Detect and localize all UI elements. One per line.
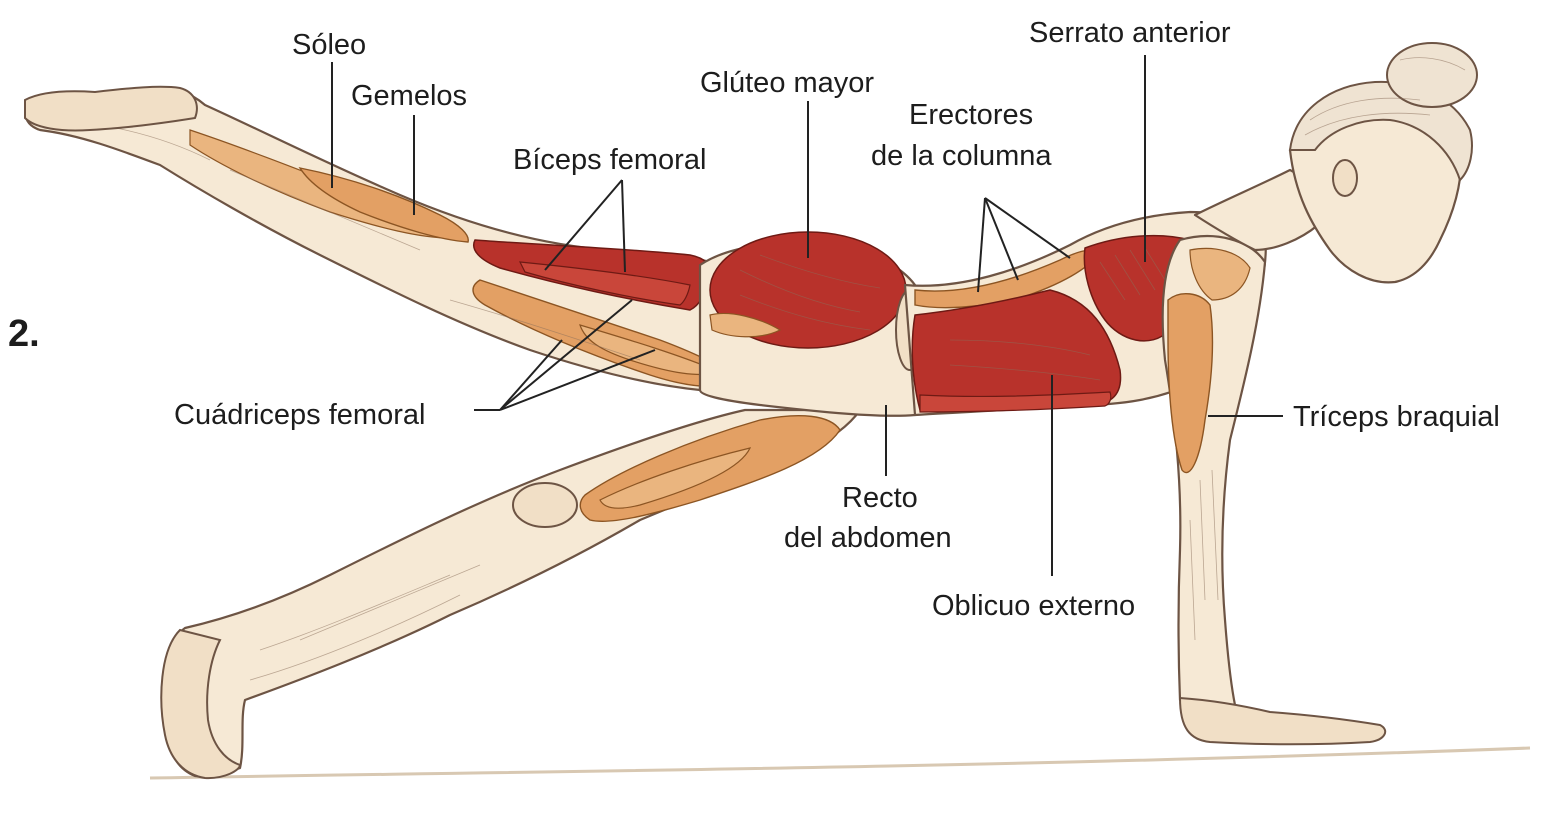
leader-biceps-b (621, 179, 626, 273)
label-gemelos: Gemelos (351, 80, 467, 112)
leader-biceps-a (544, 179, 623, 271)
label-erectores-line1: Erectores (909, 99, 1033, 131)
leader-cuadriceps-a (499, 339, 563, 411)
label-erectores-line2: de la columna (871, 140, 1052, 172)
ear (1332, 159, 1358, 197)
triceps-brachii-muscle (1167, 293, 1214, 474)
rectus-abdominis-muscle (919, 391, 1112, 413)
support-vastus (599, 447, 752, 509)
raised-foot (24, 85, 198, 132)
leader-erectores-c (984, 197, 1071, 259)
label-triceps-braquial: Tríceps braquial (1293, 401, 1500, 433)
leader-cuadriceps-b (499, 299, 633, 411)
support-knee (512, 482, 578, 528)
hamstring-muscle-2 (518, 261, 691, 306)
tensor-fasciae (709, 312, 782, 338)
label-oblicuo-externo: Oblicuo externo (932, 590, 1135, 622)
floor-line (149, 746, 1531, 780)
hair-bun (1386, 42, 1478, 108)
leader-erectores-b (984, 197, 1019, 281)
leader-erectores-a (977, 197, 986, 293)
support-foot (160, 628, 242, 780)
label-cuadriceps-femoral: Cuádriceps femoral (174, 399, 425, 431)
gastrocnemius-muscle (298, 166, 469, 243)
label-recto-line1: Recto (842, 482, 918, 514)
deltoid-muscle (1189, 247, 1251, 301)
label-soleo: Sóleo (292, 29, 366, 61)
label-gluteo-mayor: Glúteo mayor (700, 67, 874, 99)
figure-number: 2. (8, 313, 40, 355)
label-biceps-femoral: Bíceps femoral (513, 144, 706, 176)
leader-cuadriceps-c (499, 349, 656, 411)
label-recto-line2: del abdomen (784, 522, 952, 554)
label-serrato-anterior: Serrato anterior (1029, 17, 1231, 49)
hand (1178, 696, 1387, 746)
